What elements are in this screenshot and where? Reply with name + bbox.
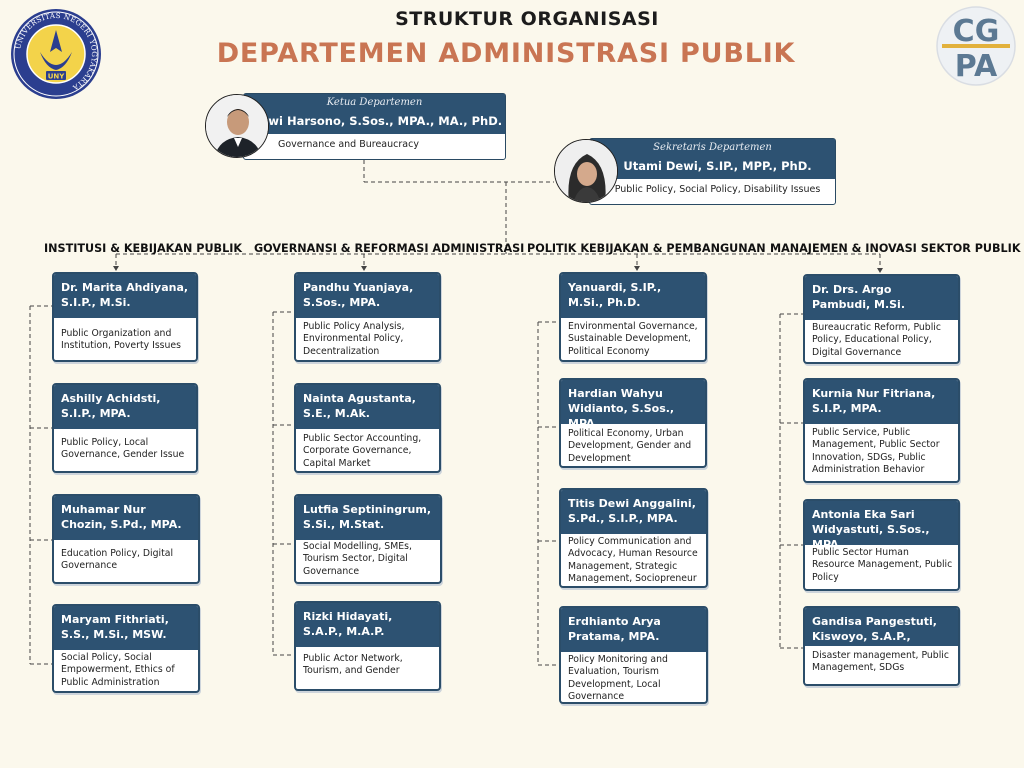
member-focus: Public Actor Network, Tourism, and Gende… [303,653,403,677]
cgpa-top: CG [953,14,1000,49]
member-card: Nainta Agustanta, S.E., M.Ak. Public Sec… [294,383,441,473]
head-card-header: Ketua Departemen Dwi Harsono, S.Sos., MP… [244,94,505,134]
secretary-photo [554,139,618,203]
division-title-1: INSTITUSI & KEBIJAKAN PUBLIK [44,242,243,255]
member-focus: Policy Monitoring and Evaluation, Touris… [568,654,668,702]
uny-short: UNY [48,73,66,81]
member-card: Kurnia Nur Fitriana, S.I.P., MPA. Public… [803,378,960,483]
page-subtitle: DEPARTEMEN ADMINISTRASI PUBLIK [216,38,796,69]
member-name: Antonia Eka Sari Widyastuti, S.Sos., MPA… [812,508,930,551]
head-focus: Governance and Bureaucracy [278,139,419,150]
cgpa-logo: CG PA [936,6,1016,86]
member-card: Pandhu Yuanjaya, S.Sos., MPA. Public Pol… [294,272,441,362]
member-card: Dr. Drs. Argo Pambudi, M.Si. Bureaucrati… [803,274,960,364]
member-name: Yanuardi, S.IP., M.Si., Ph.D. [568,281,662,309]
member-card: Antonia Eka Sari Widyastuti, S.Sos., MPA… [803,499,960,591]
member-focus: Disaster management, Public Management, … [812,650,949,674]
secretary-focus: Public Policy, Social Policy, Disability… [614,184,821,195]
member-card: Dr. Marita Ahdiyana, S.I.P., M.Si. Publi… [52,272,198,362]
member-focus: Social Policy, Social Empowerment, Ethic… [61,652,175,688]
member-focus: Public Policy Analysis, Environmental Po… [303,321,405,357]
page-title: STRUKTUR ORGANISASI [395,8,659,30]
secretary-card-header: Sekretaris Departemen Utami Dewi, S.IP.,… [590,139,835,179]
uny-logo: UNIVERSITAS NEGERI YOGYAKARTA UNY [11,9,101,99]
member-focus: Public Sector Human Resource Management,… [812,547,953,583]
member-name: Erdhianto Arya Pratama, MPA. [568,615,661,643]
member-focus: Social Modelling, SMEs, Tourism Sector, … [303,541,412,577]
member-name: Ashilly Achidsti, S.I.P., MPA. [61,392,161,420]
member-card: Erdhianto Arya Pratama, MPA. Policy Moni… [559,606,708,704]
member-name: Maryam Fithriati, S.S., M.Si., MSW. [61,613,169,641]
member-focus: Public Organization and Institution, Pov… [61,328,181,352]
division-title-3: POLITIK KEBIJAKAN & PEMBANGUNAN [527,242,766,255]
member-name: Dr. Marita Ahdiyana, S.I.P., M.Si. [61,281,189,309]
member-card: Lutfia Septiningrum, S.Si., M.Stat. Soci… [294,494,442,584]
member-name: Rizki Hidayati, S.A.P., M.A.P. [303,610,393,638]
member-name: Nainta Agustanta, S.E., M.Ak. [303,392,416,420]
member-focus: Political Economy, Urban Development, Ge… [568,428,692,464]
head-role: Ketua Departemen [326,97,423,108]
cgpa-bottom: PA [955,49,998,84]
member-card: Gandisa Pangestuti, Kiswoyo, S.A.P., M.A… [803,606,960,686]
member-card: Titis Dewi Anggalini, S.Pd., S.I.P., MPA… [559,488,708,588]
member-name: Lutfia Septiningrum, S.Si., M.Stat. [303,503,431,531]
secretary-card: Sekretaris Departemen Utami Dewi, S.IP.,… [589,138,836,205]
member-card: Yanuardi, S.IP., M.Si., Ph.D. Environmen… [559,272,707,362]
secretary-name: Utami Dewi, S.IP., MPP., PhD. [623,159,812,173]
member-card: Rizki Hidayati, S.A.P., M.A.P. Public Ac… [294,601,441,691]
member-focus: Education Policy, Digital Governance [61,548,174,572]
member-name: Dr. Drs. Argo Pambudi, M.Si. [812,283,906,311]
head-name: Dwi Harsono, S.Sos., MPA., MA., PhD. [258,114,503,128]
member-name: Pandhu Yuanjaya, S.Sos., MPA. [303,281,414,309]
member-name: Gandisa Pangestuti, Kiswoyo, S.A.P., M.A… [812,615,937,658]
member-focus: Bureaucratic Reform, Public Policy, Educ… [812,322,941,358]
member-focus: Policy Communication and Advocacy, Human… [568,536,698,584]
member-focus: Environmental Governance, Sustainable De… [568,321,698,357]
division-title-4: MANAJEMEN & INOVASI SEKTOR PUBLIK [770,242,1021,255]
secretary-role: Sekretaris Departemen [653,142,772,153]
member-card: Hardian Wahyu Widianto, S.Sos., MPA. Pol… [559,378,707,468]
member-card: Muhamar Nur Chozin, S.Pd., MPA. Educatio… [52,494,200,584]
member-name: Kurnia Nur Fitriana, S.I.P., MPA. [812,387,936,415]
member-name: Muhamar Nur Chozin, S.Pd., MPA. [61,503,182,531]
member-name: Titis Dewi Anggalini, S.Pd., S.I.P., MPA… [568,497,696,525]
head-card: Ketua Departemen Dwi Harsono, S.Sos., MP… [243,93,506,160]
head-photo [205,94,269,158]
member-focus: Public Sector Accounting, Corporate Gove… [303,433,422,469]
member-card: Ashilly Achidsti, S.I.P., MPA. Public Po… [52,383,198,473]
member-focus: Public Policy, Local Governance, Gender … [61,437,185,461]
division-title-2: GOVERNANSI & REFORMASI ADMINISTRASI [254,242,525,255]
member-name: Hardian Wahyu Widianto, S.Sos., MPA. [568,387,675,430]
member-card: Maryam Fithriati, S.S., M.Si., MSW. Soci… [52,604,200,693]
member-focus: Public Service, Public Management, Publi… [812,427,940,475]
